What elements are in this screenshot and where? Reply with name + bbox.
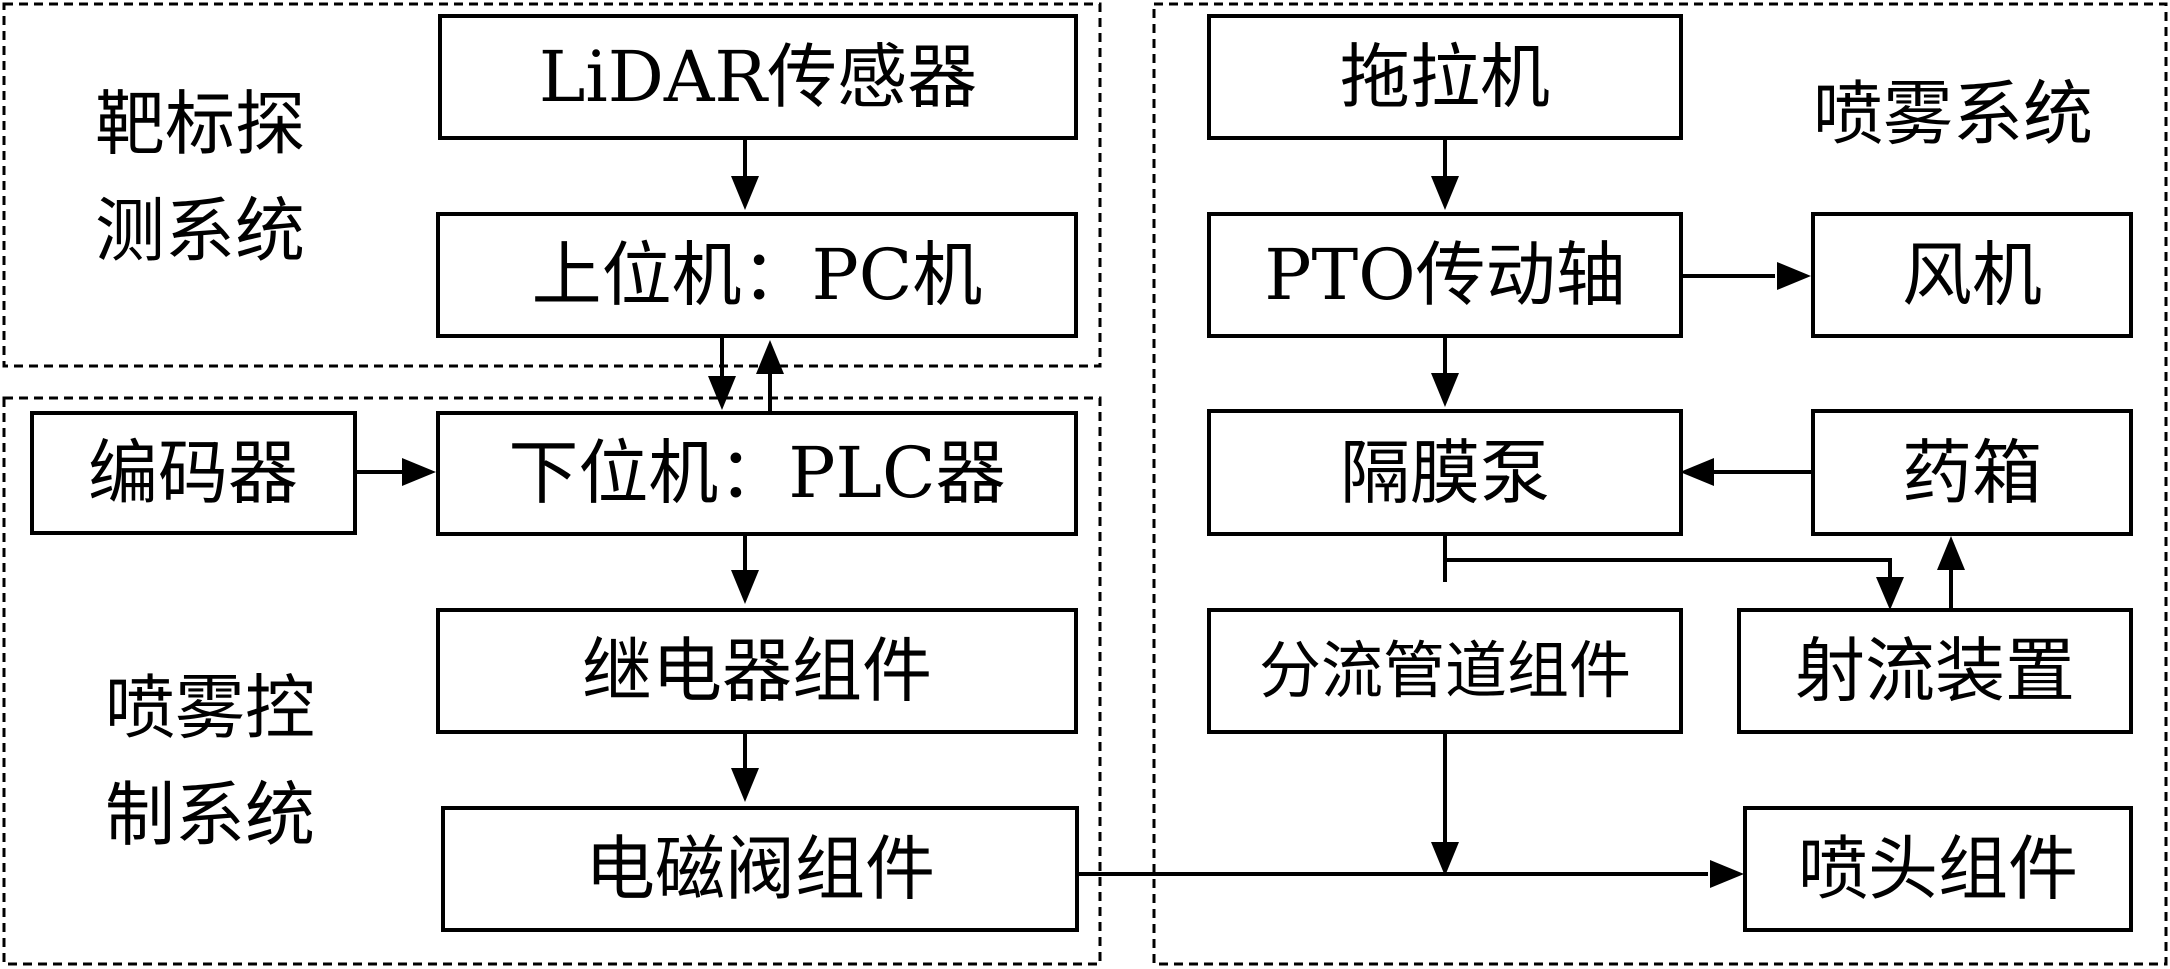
arrowhead — [1710, 860, 1744, 888]
node-lidar-label: LiDAR传感器 — [539, 36, 977, 118]
arrowhead — [1431, 842, 1459, 876]
arrowhead — [1777, 262, 1811, 290]
arrowhead — [1680, 458, 1714, 486]
group-target-detection — [2, 2, 1102, 368]
node-pc-label: 上位机：PC机 — [532, 234, 983, 316]
arrowheads — [402, 176, 1965, 888]
node-diaphragm-pump-label: 隔膜泵 — [1340, 432, 1550, 514]
node-jet-device: 射流装置 — [1737, 608, 2133, 734]
group-label-target-detection-2: 测系统 — [95, 190, 305, 272]
node-tractor: 拖拉机 — [1207, 14, 1683, 140]
node-solenoid-label: 电磁阀组件 — [585, 828, 935, 910]
group-label-spray-system: 喷雾系统 — [1813, 73, 2093, 155]
arrowhead — [708, 376, 736, 410]
arrowhead — [1937, 536, 1965, 570]
arrowhead — [1431, 373, 1459, 407]
group-spray-control — [2, 396, 1102, 966]
group-label-spray-control-1: 喷雾控 — [105, 667, 315, 749]
node-relay-label: 继电器组件 — [582, 630, 932, 712]
node-solenoid: 电磁阀组件 — [441, 806, 1079, 932]
node-encoder: 编码器 — [30, 411, 357, 535]
node-jet-device-label: 射流装置 — [1795, 630, 2075, 712]
group-spray-system — [1152, 2, 2168, 966]
node-tank: 药箱 — [1811, 409, 2133, 536]
node-fan: 风机 — [1811, 212, 2133, 338]
node-lidar: LiDAR传感器 — [438, 14, 1078, 140]
node-plc: 下位机：PLC器 — [436, 411, 1078, 536]
arrowhead — [731, 176, 759, 210]
node-manifold: 分流管道组件 — [1207, 608, 1683, 734]
arrowhead — [1431, 176, 1459, 210]
node-relay: 继电器组件 — [436, 608, 1078, 734]
edge-pump-jet — [1445, 558, 1892, 580]
node-nozzle: 喷头组件 — [1743, 806, 2133, 932]
node-manifold-label: 分流管道组件 — [1259, 634, 1631, 707]
group-label-target-detection-1: 靶标探 — [95, 83, 305, 165]
arrowhead — [731, 570, 759, 604]
node-tank-label: 药箱 — [1902, 432, 2042, 514]
arrowhead — [1876, 577, 1904, 610]
group-label-spray-control-2: 制系统 — [105, 774, 315, 856]
arrowhead — [756, 340, 784, 374]
node-plc-label: 下位机：PLC器 — [508, 432, 1005, 514]
node-fan-label: 风机 — [1902, 234, 2042, 316]
node-pc: 上位机：PC机 — [436, 212, 1078, 338]
node-pto-label: PTO传动轴 — [1264, 234, 1625, 316]
node-diaphragm-pump: 隔膜泵 — [1207, 409, 1683, 536]
node-nozzle-label: 喷头组件 — [1798, 828, 2078, 910]
arrowhead — [402, 458, 436, 486]
arrowhead — [731, 768, 759, 802]
node-encoder-label: 编码器 — [88, 432, 298, 514]
node-pto: PTO传动轴 — [1207, 212, 1683, 338]
node-tractor-label: 拖拉机 — [1340, 36, 1550, 118]
